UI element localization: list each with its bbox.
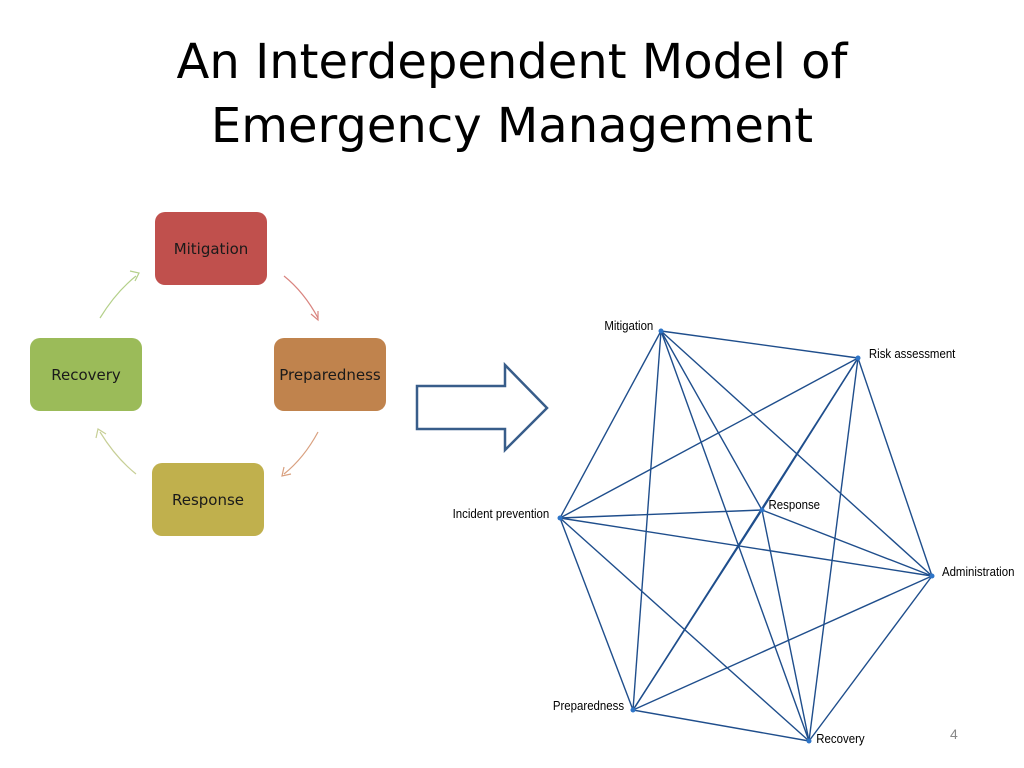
cycle-box-recovery-label: Recovery (51, 365, 121, 384)
node-label-risk-assessment: Risk assessment (868, 346, 956, 361)
page-number: 4 (950, 726, 958, 742)
cycle-box-response-label: Response (171, 490, 245, 509)
node-risk (855, 355, 861, 361)
node-label-recovery: Recovery (816, 731, 865, 746)
node-label-administration: Administration (941, 564, 1015, 579)
node-label-mitigation: Mitigation (604, 318, 654, 333)
node-label-response: Response (768, 497, 821, 512)
cycle-box-response: Response (152, 463, 264, 536)
edge-response-preparedness (632, 509, 763, 711)
edge-mitigation-response (660, 330, 763, 511)
cycle-box-preparedness: Preparedness (274, 338, 386, 411)
cycle-box-preparedness-label: Preparedness (279, 365, 381, 384)
cycle-arrow-response-to-recovery (99, 431, 137, 475)
edge-administration-recovery (808, 575, 933, 742)
slide-title-line-2: Emergency Management (210, 98, 814, 154)
edge-risk-incident (559, 357, 859, 519)
edge-mitigation-recovery (660, 330, 810, 742)
cycle-arrow-recovery-to-mitigation (99, 275, 137, 319)
node-recovery (806, 738, 812, 744)
cycle-box-mitigation-label: Mitigation (173, 239, 249, 258)
edge-mitigation-preparedness (632, 330, 662, 711)
edge-incident-response (559, 509, 763, 519)
cycle-arrowhead-4 (129, 270, 140, 282)
cycle-arrow-mitigation-to-preparedness (283, 275, 319, 319)
node-label-preparedness: Preparedness (552, 698, 625, 713)
transition-arrow-icon (415, 361, 549, 454)
cycle-box-mitigation: Mitigation (155, 212, 267, 285)
node-mitigation (658, 328, 664, 334)
edge-risk-administration (857, 357, 933, 577)
edge-administration-preparedness (632, 575, 933, 711)
edge-mitigation-incident (559, 330, 662, 519)
node-preparedness (630, 707, 636, 713)
cycle-box-recovery: Recovery (30, 338, 142, 411)
edge-mitigation-risk (660, 330, 859, 359)
node-administration (929, 573, 935, 579)
node-label-incident-prevention: Incident prevention (452, 506, 550, 521)
slide-title-line-1: An Interdependent Model of (176, 34, 848, 90)
cycle-arrow-preparedness-to-response (283, 431, 319, 475)
cycle-arrowhead-2 (281, 466, 292, 477)
node-response (759, 507, 765, 513)
cycle-arrowhead-3 (95, 428, 107, 439)
edge-incident-administration (559, 517, 933, 577)
cycle-arrowhead-1 (310, 311, 319, 322)
slide-title: An Interdependent Model of Emergency Man… (0, 30, 1024, 158)
edge-preparedness-recovery (632, 709, 810, 742)
edge-response-administration (761, 509, 933, 577)
edge-response-recovery (761, 509, 810, 742)
edge-risk-recovery (808, 357, 859, 742)
node-incident (557, 515, 563, 521)
edge-incident-preparedness (559, 517, 634, 711)
